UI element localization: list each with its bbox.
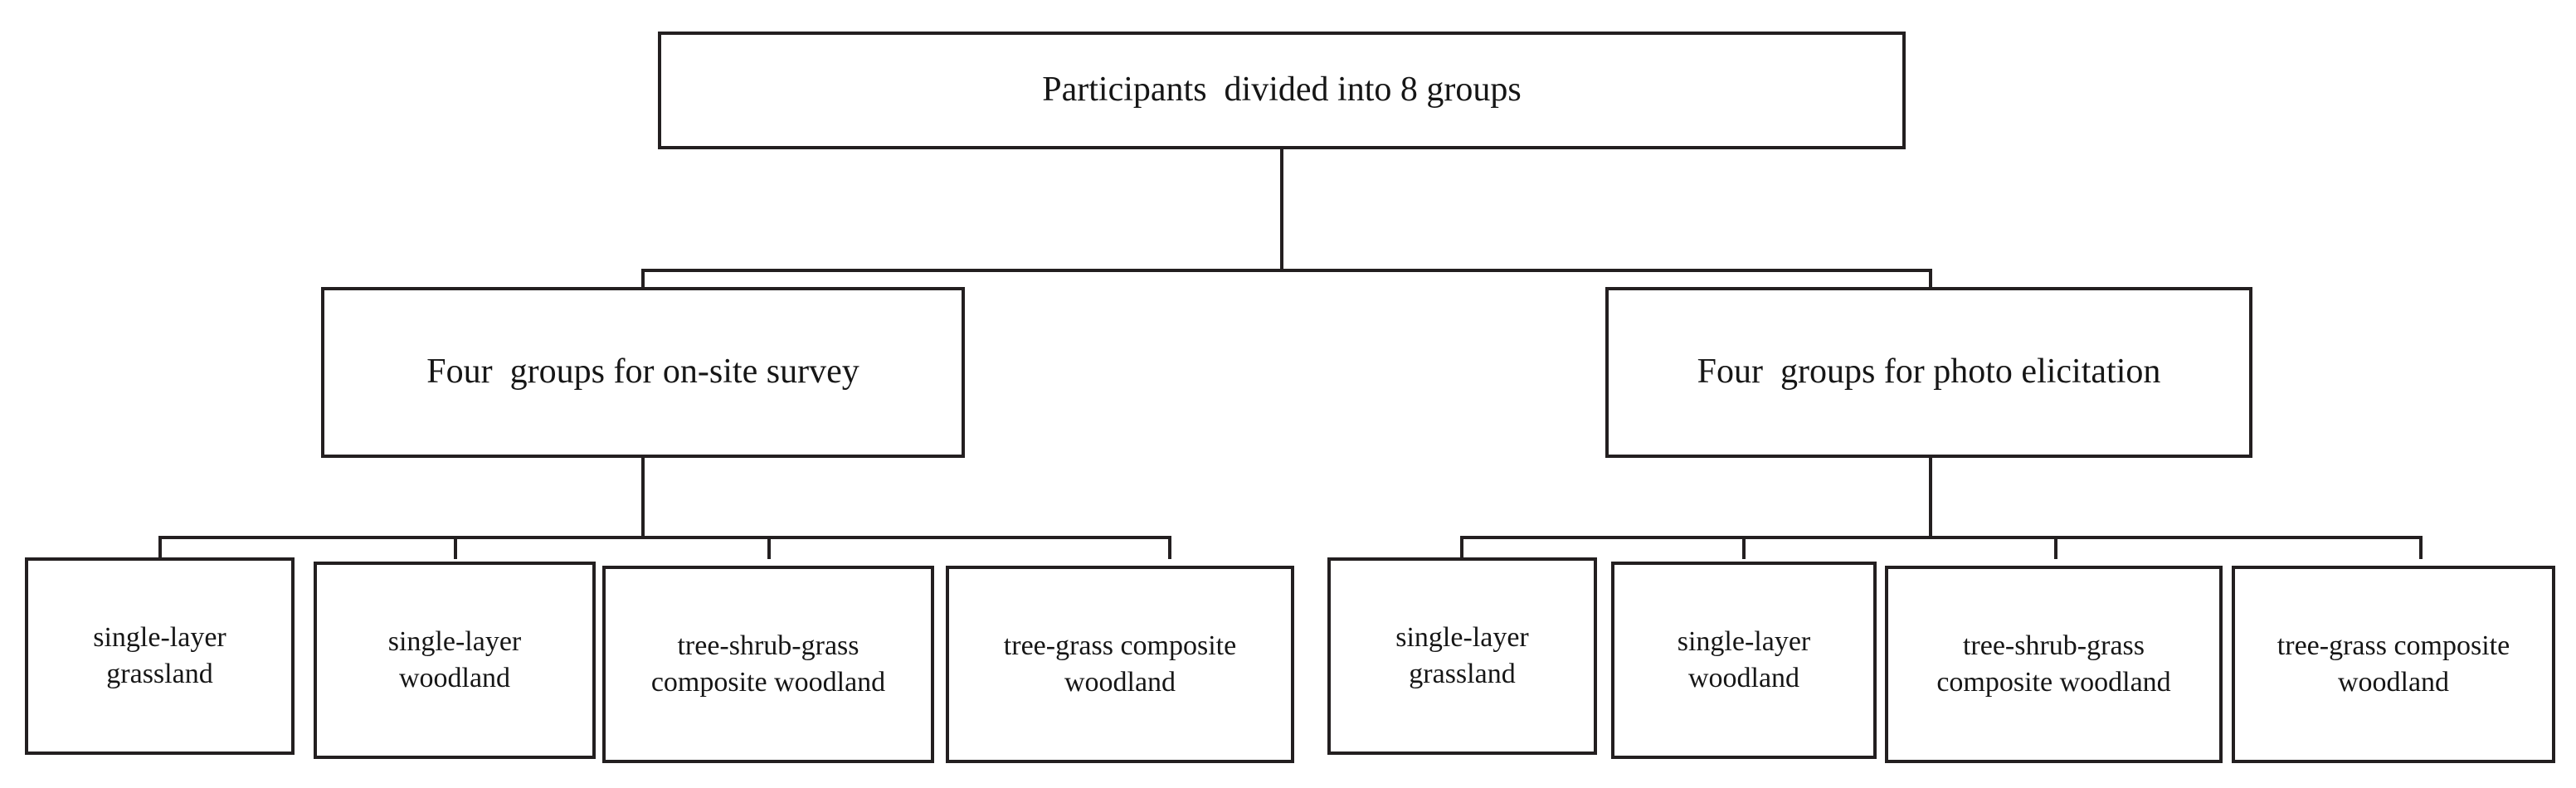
root-node-label: Participants divided into 8 groups xyxy=(1042,71,1522,109)
leaf-node-8-tree-grass-composite-woodland[interactable]: tree-grass composite woodland xyxy=(2232,566,2555,763)
connector-drop-branch-2 xyxy=(1929,269,1932,290)
connector-branch1-bus xyxy=(158,536,1171,539)
connector-branch2-bus xyxy=(1460,536,2423,539)
connector-drop-branch-1 xyxy=(641,269,645,290)
connector-drop-leaf-8 xyxy=(2419,536,2423,559)
branch-node-label-photo-elicitation: Four groups for photo elicitation xyxy=(1697,353,2161,392)
leaf-node-label-4: tree-grass composite woodland xyxy=(1003,630,1237,698)
connector-drop-leaf-2 xyxy=(454,536,457,559)
branch-node-on-site-survey[interactable]: Four groups for on-site survey xyxy=(321,287,965,458)
connector-drop-leaf-1 xyxy=(158,536,162,559)
leaf-node-7-tree-shrub-grass-composite-woodland[interactable]: tree-shrub-grass composite woodland xyxy=(1885,566,2223,763)
connector-drop-leaf-6 xyxy=(1742,536,1746,559)
leaf-node-4-tree-grass-composite-woodland[interactable]: tree-grass composite woodland xyxy=(946,566,1294,763)
leaf-node-label-3: tree-shrub-grass composite woodland xyxy=(650,630,886,698)
branch-node-photo-elicitation[interactable]: Four groups for photo elicitation xyxy=(1605,287,2252,458)
leaf-node-5-single-layer-grassland[interactable]: single-layer grassland xyxy=(1327,557,1597,755)
leaf-node-label-6: single-layer woodland xyxy=(1677,626,1811,693)
connector-drop-leaf-4 xyxy=(1168,536,1171,559)
leaf-node-label-7: tree-shrub-grass composite woodland xyxy=(1936,630,2171,698)
leaf-node-label-5: single-layer grassland xyxy=(1395,622,1529,689)
leaf-node-label-8: tree-grass composite woodland xyxy=(2277,630,2510,698)
leaf-node-label-2: single-layer woodland xyxy=(387,626,522,693)
connector-drop-leaf-7 xyxy=(2054,536,2057,559)
leaf-node-2-single-layer-woodland[interactable]: single-layer woodland xyxy=(314,562,596,759)
connector-branch2-stem xyxy=(1929,456,1932,539)
leaf-node-3-tree-shrub-grass-composite-woodland[interactable]: tree-shrub-grass composite woodland xyxy=(602,566,934,763)
leaf-node-label-1: single-layer grassland xyxy=(93,622,226,689)
branch-node-label-on-site-survey: Four groups for on-site survey xyxy=(426,353,859,392)
connector-branch1-stem xyxy=(641,456,645,539)
connector-root-stem xyxy=(1280,148,1283,270)
connector-drop-leaf-3 xyxy=(767,536,771,559)
leaf-node-6-single-layer-woodland[interactable]: single-layer woodland xyxy=(1611,562,1877,759)
root-node-participants[interactable]: Participants divided into 8 groups xyxy=(658,32,1906,149)
connector-drop-leaf-5 xyxy=(1460,536,1463,559)
connector-level1-bus xyxy=(641,269,1932,272)
leaf-node-1-single-layer-grassland[interactable]: single-layer grassland xyxy=(25,557,295,755)
